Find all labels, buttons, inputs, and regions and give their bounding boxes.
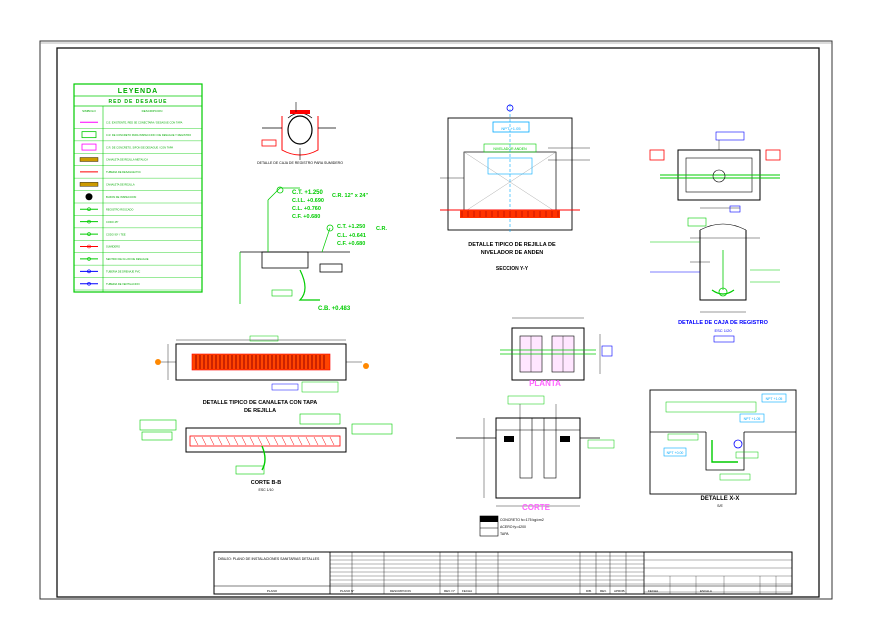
corte-sub: ESC 1/10 — [259, 488, 274, 492]
canaleta-title-2: DE REJILLA — [244, 408, 276, 414]
nivelador-detail: NPT +1.05 NIVELADOR ANDEN DETALLE TIPICO… — [440, 104, 590, 272]
legend-row: TUBERIA DE VENTILACION — [74, 281, 202, 291]
legend-item-text: C.E. EXISTENTE, RED SE CONECTARA / DESAG… — [106, 120, 183, 124]
legend-row: CANALETA DE REJILLA METALICA — [74, 157, 202, 166]
cr1-label: C.R. 12" x 24" — [332, 193, 368, 199]
nivelador-sub: SECCION Y-Y — [496, 266, 529, 272]
npt4-label: NPT +1.05 — [744, 417, 761, 421]
legend-subtitle: RED DE DESAGUE — [108, 99, 167, 105]
legend-row: REGISTRO ROSCADO — [74, 207, 202, 216]
tb-fecha: FECHA — [462, 589, 472, 593]
tb-rev2: REV. — [600, 589, 607, 593]
note-1: CONCRETO fc=175 kg/cm2 — [500, 518, 544, 522]
legend-item-text: C.R. DE CONCRETO PARA INSPECCION / DE DE… — [106, 133, 191, 137]
legend-row: CODO 45° — [74, 220, 202, 229]
tb-escala: ESCALA — [700, 589, 712, 593]
corte-title: CORTE B-B — [251, 480, 282, 486]
corte-label: CORTE — [522, 503, 551, 512]
legend-row: SENTIDO DE FLUJO DE DESAGUE — [74, 257, 202, 266]
legend-row: BUZON DE INSPECCION — [74, 193, 202, 204]
ct2-label: C.T. +1.250 — [337, 224, 365, 230]
pipe-section-caption: DETALLE DE CAJA DE REGISTRO PARA SUMIDER… — [257, 161, 343, 165]
legend-row: TUBERIA DE DRENAJE PVC — [74, 270, 202, 278]
legend-item-text: SENTIDO DE FLUJO DE DESAGUE — [106, 257, 149, 261]
camara-title: DETALLE DE CAJA DE REGISTRO — [678, 320, 769, 326]
legend-item-text: BUZON DE INSPECCION — [106, 195, 136, 199]
detalle-xx-sub: S/E — [717, 504, 723, 508]
npt-label: NPT +1.05 — [501, 126, 521, 131]
legend-item-text: C.R. DE CONCRETO, SIFON DE DESAGUE / CON… — [106, 145, 173, 149]
legend-row: TUBERIA DE DESAGUE PVC — [74, 170, 202, 179]
legend-row: C.R. DE CONCRETO PARA INSPECCION / DE DE… — [74, 131, 202, 142]
tb-project: DIBUJO: PLANO DE INSTALACIONES SANITARIA… — [218, 557, 320, 561]
pipe-section-detail: DETALLE DE CAJA DE REGISTRO PARA SUMIDER… — [257, 102, 343, 165]
legend-item-text: TUBERIA DE DESAGUE PVC — [106, 170, 141, 174]
npt2-label: NPT +1.05 — [766, 397, 783, 401]
cf2-label: C.F. +0.680 — [337, 241, 365, 247]
legend-item-text: TUBERIA DE DRENAJE PVC — [106, 270, 140, 274]
tb-dib: DIB. — [586, 589, 592, 593]
legend-col-symbol: SIMBOLO — [82, 109, 96, 113]
tb-rev: REV. N° — [444, 589, 456, 593]
tb-descripcion: DESCRIPCION — [390, 589, 411, 593]
ci1-label: C.I.L. +0.690 — [292, 198, 324, 204]
cf1-label: C.F. +0.680 — [292, 214, 320, 220]
tb-aprob: APROB. — [614, 589, 626, 593]
legend-title: LEYENDA — [118, 88, 158, 95]
legend-item-text: REGISTRO ROSCADO — [106, 207, 133, 211]
camara-elevation-detail: DETALLE DE CAJA DE REGISTRO ESC 1/20 — [650, 217, 780, 343]
sheet-frame-outer — [39, 40, 833, 600]
planta-label: PLANTA — [529, 379, 561, 388]
legend-item-text: CANALETA DE REJILLA — [106, 183, 135, 187]
legend-item-text: SUMIDERO — [106, 245, 120, 249]
nivelador-title-2: NIVELADOR DE ANDEN — [481, 250, 543, 256]
legend-item-text: CODO 90° / TEE — [106, 232, 126, 236]
npt3-label: NPT +0.00 — [667, 451, 684, 455]
legend-row: SUMIDERO — [74, 245, 202, 253]
tb-plano-no: PLANO N° — [340, 589, 355, 593]
corte-detail: CORTE CONCRETO fc=175 kg/cm2 ACERO fy=42… — [456, 395, 615, 537]
legend-row: CANALETA DE REJILLA — [74, 182, 202, 191]
corte-bb-detail: CORTE B-B ESC 1/10 — [139, 413, 393, 492]
canaleta-title-1: DETALLE TIPICO DE CANALETA CON TAPA — [203, 400, 318, 406]
planta-detail: PLANTA — [500, 317, 613, 388]
camara-plan-detail — [649, 131, 781, 213]
tb-plano: PLANO — [267, 589, 278, 593]
cb-label: C.B. +0.483 — [318, 306, 351, 312]
legend-item-text: CANALETA DE REJILLA METALICA — [106, 158, 148, 162]
note-3: TAPA — [500, 532, 509, 536]
legend-row: C.R. DE CONCRETO, SIFON DE DESAGUE / CON… — [74, 143, 202, 154]
cl2-label: C.L. +0.641 — [337, 233, 366, 239]
cr2-label: C.R. — [376, 226, 387, 232]
title-block: DIBUJO: PLANO DE INSTALACIONES SANITARIA… — [213, 551, 793, 595]
note-2: ACERO fy=4200 — [500, 525, 526, 529]
detalle-xx-title: DETALLE X-X — [701, 496, 740, 502]
legend-row: CODO 90° / TEE — [74, 232, 202, 241]
legend-item-text: TUBERIA DE VENTILACION — [106, 282, 140, 286]
legend-item-text: CODO 45° — [106, 220, 118, 224]
tb-fecha2: FECHA — [648, 589, 658, 593]
legend-col-description: DESCRIPCION — [142, 109, 163, 113]
elevation-detail: C.T. +1.250 C.R. 12" x 24" C.I.L. +0.690… — [239, 186, 387, 312]
legend-row: C.E. EXISTENTE, RED SE CONECTARA / DESAG… — [74, 120, 202, 129]
cl1-label: C.L. +0.760 — [292, 206, 321, 212]
detalle-xx: NPT +1.05 NPT +1.05 NPT +0.00 DETALLE X-… — [649, 389, 797, 508]
ct1-label: C.T. +1.250 — [292, 190, 324, 196]
legend-rows: C.E. EXISTENTE, RED SE CONECTARA / DESAG… — [74, 120, 202, 291]
sheet-frame-inner — [56, 47, 820, 598]
canaleta-plan-detail: DETALLE TIPICO DE CANALETA CON TAPA DE R… — [155, 335, 369, 414]
camara-sub: ESC 1/20 — [714, 328, 732, 333]
nivelador-title-1: DETALLE TIPICO DE REJILLA DE — [468, 242, 556, 248]
legend-box: LEYENDA RED DE DESAGUE SIMBOLO DESCRIPCI… — [73, 83, 203, 293]
